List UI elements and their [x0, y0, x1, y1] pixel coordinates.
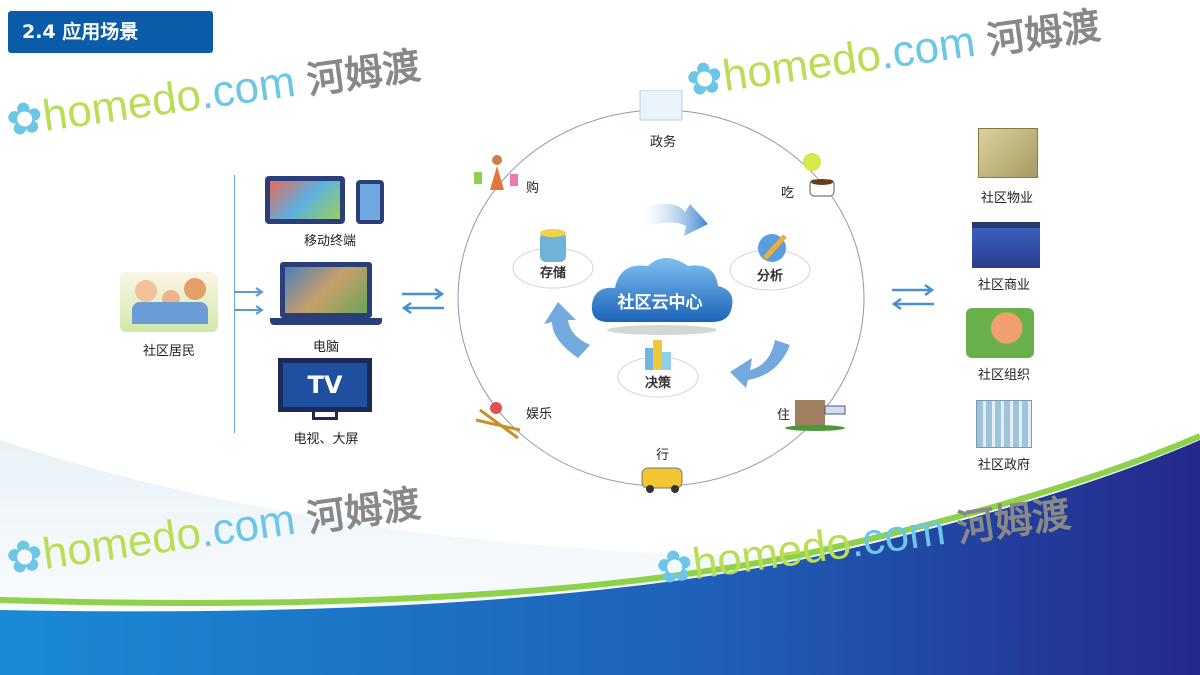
residents-label: 社区居民	[142, 344, 195, 359]
computer-icon	[280, 262, 372, 318]
ring-shop: 购	[526, 181, 540, 196]
right-label-commerce: 社区商业	[977, 278, 1030, 293]
function-analysis: 分析	[756, 269, 783, 284]
right-exchange-arrows	[891, 283, 935, 311]
government-building-icon	[976, 400, 1032, 448]
device-label-tv: 电视、大屏	[293, 432, 359, 447]
tv-icon: TV	[278, 358, 372, 412]
right-label-organization: 社区组织	[977, 368, 1030, 383]
property-building-icon	[978, 128, 1038, 178]
hub-label: 社区云中心	[617, 293, 703, 313]
right-label-government: 社区政府	[977, 458, 1030, 473]
tv-screen-text: TV	[307, 371, 343, 399]
car-icon	[641, 467, 683, 493]
entertainment-icon	[475, 402, 521, 440]
function-decision: 决策	[644, 376, 671, 391]
commerce-building-icon	[972, 222, 1040, 268]
ring-gov: 政务	[649, 135, 676, 150]
tv-stand	[312, 412, 338, 420]
section-title: 2.4 应用场景	[8, 11, 213, 53]
analysis-cloud	[729, 234, 811, 291]
ring-live: 住	[777, 408, 791, 423]
organization-building-icon	[966, 308, 1034, 358]
left-exchange-arrows	[401, 287, 445, 315]
phone-icon	[356, 180, 384, 224]
community-cloud-diagram	[457, 90, 865, 493]
shopping-icon	[474, 155, 518, 190]
right-label-property: 社区物业	[980, 191, 1033, 206]
decision-cloud	[617, 340, 699, 398]
flow-arrow-right	[730, 340, 790, 388]
gov-icon	[639, 90, 683, 121]
storage-cloud	[512, 229, 594, 289]
ring-travel: 行	[656, 448, 670, 463]
laptop-base	[270, 318, 382, 325]
residents-image	[120, 272, 218, 332]
mobile-terminal-icon	[265, 176, 345, 224]
function-storage: 存储	[539, 266, 566, 281]
hub-cloud	[591, 258, 733, 335]
flow-arrow-left	[544, 302, 590, 358]
device-label-computer: 电脑	[312, 340, 339, 355]
ring-entertainment: 娱乐	[526, 407, 553, 422]
ring-eat: 吃	[781, 186, 795, 201]
device-label-mobile: 移动终端	[303, 234, 356, 249]
flow-arrow-top	[640, 203, 708, 236]
housing-icon	[785, 400, 846, 431]
left-bracket-line	[234, 175, 235, 433]
food-icon	[803, 153, 835, 197]
residents-arrows	[234, 287, 264, 315]
